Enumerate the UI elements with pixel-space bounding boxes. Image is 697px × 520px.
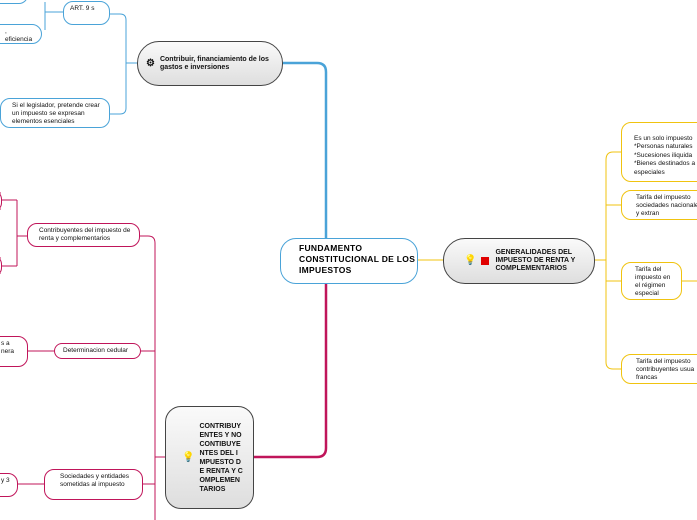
branch-generalidades-label: GENERALIDADES DEL IMPUESTO DE RENTA Y CO… — [495, 249, 576, 272]
child-tarifa-regimen-label: Tarifa del impuesto en el régimen especi… — [635, 266, 671, 297]
child-s-a-nera-label: s a nera — [1, 340, 15, 355]
child-sociedades-entidades-label: Sociedades y entidades sometidas al impu… — [60, 473, 130, 488]
connector-contribuyentes-children — [0, 192, 165, 520]
child-contribuyentes-impuesto[interactable]: Contribuyentes del impuesto de renta y c… — [27, 223, 140, 247]
child-y-3[interactable]: y 3 — [0, 473, 18, 497]
child-legislador-label: Si el legislador, pretende crear un impu… — [12, 102, 100, 125]
child-art-9[interactable]: ART. 9 s — [63, 1, 110, 25]
branch-contribuyentes-label: CONTRIBUYENTES Y NO CONTIBUYENTES DEL IM… — [199, 422, 243, 493]
lightbulb-icon: 💡 — [182, 452, 195, 463]
connector-contribuir-children — [44, 2, 137, 115]
child-determinacion-cedular-label: Determinacion cedular — [63, 347, 129, 354]
branch-contribuyentes[interactable]: 💡 CONTRIBUYENTES Y NO CONTIBUYENTES DEL … — [165, 406, 254, 509]
child-solo-impuesto-label: Es un solo impuesto *Personas naturales … — [634, 134, 696, 176]
child-tarifa-sociedades[interactable]: Tarifa del impuesto sociedades nacionale… — [621, 190, 697, 220]
connector-center-contribuyentes — [254, 284, 328, 459]
branch-generalidades[interactable]: 💡 GENERALIDADES DEL IMPUESTO DE RENTA Y … — [443, 238, 595, 284]
child-tarifa-francas-label: Tarifa del impuesto contribuyentes usua … — [636, 358, 695, 381]
child-eficiencia-label: , eficiencia ividad — [5, 28, 33, 43]
child-tarifa-sociedades-label: Tarifa del impuesto sociedades nacionale… — [636, 194, 697, 217]
connector-center-contribuir — [283, 61, 328, 238]
child-solo-impuesto[interactable]: Es un solo impuesto *Personas naturales … — [621, 122, 697, 182]
red-square-icon — [481, 257, 490, 265]
gear-icon: ⚙ — [146, 57, 155, 69]
child-eficiencia[interactable]: , eficiencia ividad — [0, 24, 42, 44]
lightbulb-icon: 💡 — [464, 255, 477, 266]
child-tarifa-francas[interactable]: Tarifa del impuesto contribuyentes usua … — [621, 354, 697, 384]
child-contribuyentes-impuesto-label: Contribuyentes del impuesto de renta y c… — [39, 227, 131, 242]
child-legislador[interactable]: Si el legislador, pretende crear un impu… — [0, 98, 110, 128]
branch-contribuir[interactable]: ⚙ Contribuir, financiamiento de los gast… — [137, 41, 283, 86]
child-art-9-label: ART. 9 s — [70, 5, 95, 12]
branch-contribuir-label: Contribuir, financiamiento de los gastos… — [159, 55, 269, 71]
child-y-3-label: y 3 — [1, 477, 10, 484]
connector-generalidades-children — [595, 151, 697, 370]
child-determinacion-cedular[interactable]: Determinacion cedular — [54, 343, 141, 359]
child-sociedades-entidades[interactable]: Sociedades y entidades sometidas al impu… — [44, 469, 143, 500]
child-tarifa-regimen[interactable]: Tarifa del impuesto en el régimen especi… — [621, 262, 682, 300]
child-s-a-nera[interactable]: s a nera — [0, 336, 28, 367]
central-topic-label: FUNDAMENTO CONSTITUCIONAL DE LOS IMPUEST… — [299, 243, 416, 275]
central-topic-fundamento[interactable]: FUNDAMENTO CONSTITUCIONAL DE LOS IMPUEST… — [280, 238, 418, 284]
